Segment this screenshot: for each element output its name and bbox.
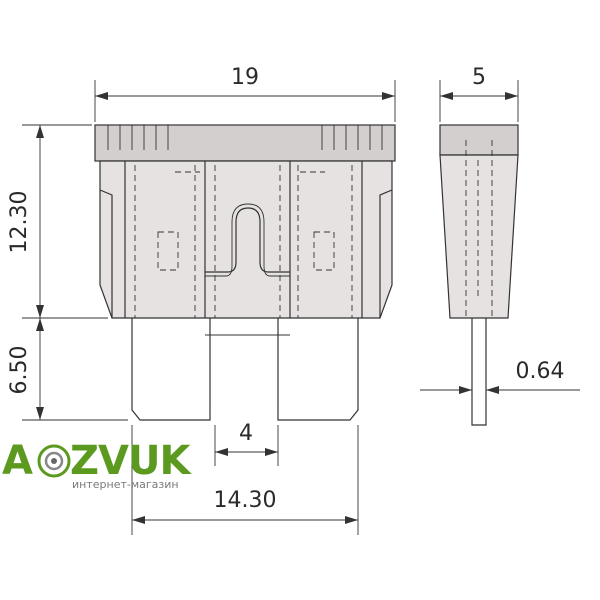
right-test-window <box>313 231 335 271</box>
right-blade <box>277 318 359 421</box>
dim-blade-span-label: 14.30 <box>214 488 277 513</box>
dim-blade-span: 14.30 <box>131 425 359 535</box>
logo-subtitle: интернет-магазин <box>72 478 179 491</box>
dim-blade-gap: 4 <box>214 421 279 466</box>
dim-blade-gap-label: 4 <box>239 421 253 446</box>
dim-height-body-label: 12.30 <box>7 191 32 254</box>
left-blade <box>131 318 211 421</box>
right-notch <box>379 189 393 318</box>
dim-blade-thickness: 0.64 <box>420 359 580 394</box>
hidden-lines <box>134 165 353 318</box>
side-hidden-lines <box>465 140 493 318</box>
dim-width-side: 5 <box>439 65 519 122</box>
dim-height-blade-label: 6.50 <box>7 346 32 395</box>
logo-brand: ZVUK <box>70 440 192 484</box>
dim-width-side-label: 5 <box>472 65 486 90</box>
fuse-element <box>205 207 290 273</box>
side-housing <box>439 154 519 319</box>
side-cap <box>439 124 519 156</box>
azvuk-logo: A ZVUK интернет-магазин <box>2 440 193 491</box>
left-test-window <box>157 231 179 271</box>
front-view <box>94 124 396 421</box>
fuse-cap <box>94 124 396 162</box>
dim-width-top-label: 19 <box>231 65 259 90</box>
dim-height-blade: 6.50 <box>7 318 128 421</box>
fuse-element-inner <box>205 203 290 277</box>
speaker-icon <box>37 444 71 478</box>
fuse-housing <box>99 160 393 319</box>
dim-blade-thickness-label: 0.64 <box>516 359 565 384</box>
cap-ribs <box>107 125 383 150</box>
side-view <box>439 124 519 426</box>
dim-height-body: 12.30 <box>7 124 108 319</box>
dim-width-top: 19 <box>94 65 396 122</box>
logo-letter-a: A <box>2 440 33 484</box>
left-notch <box>99 189 113 318</box>
side-blade <box>471 318 487 426</box>
